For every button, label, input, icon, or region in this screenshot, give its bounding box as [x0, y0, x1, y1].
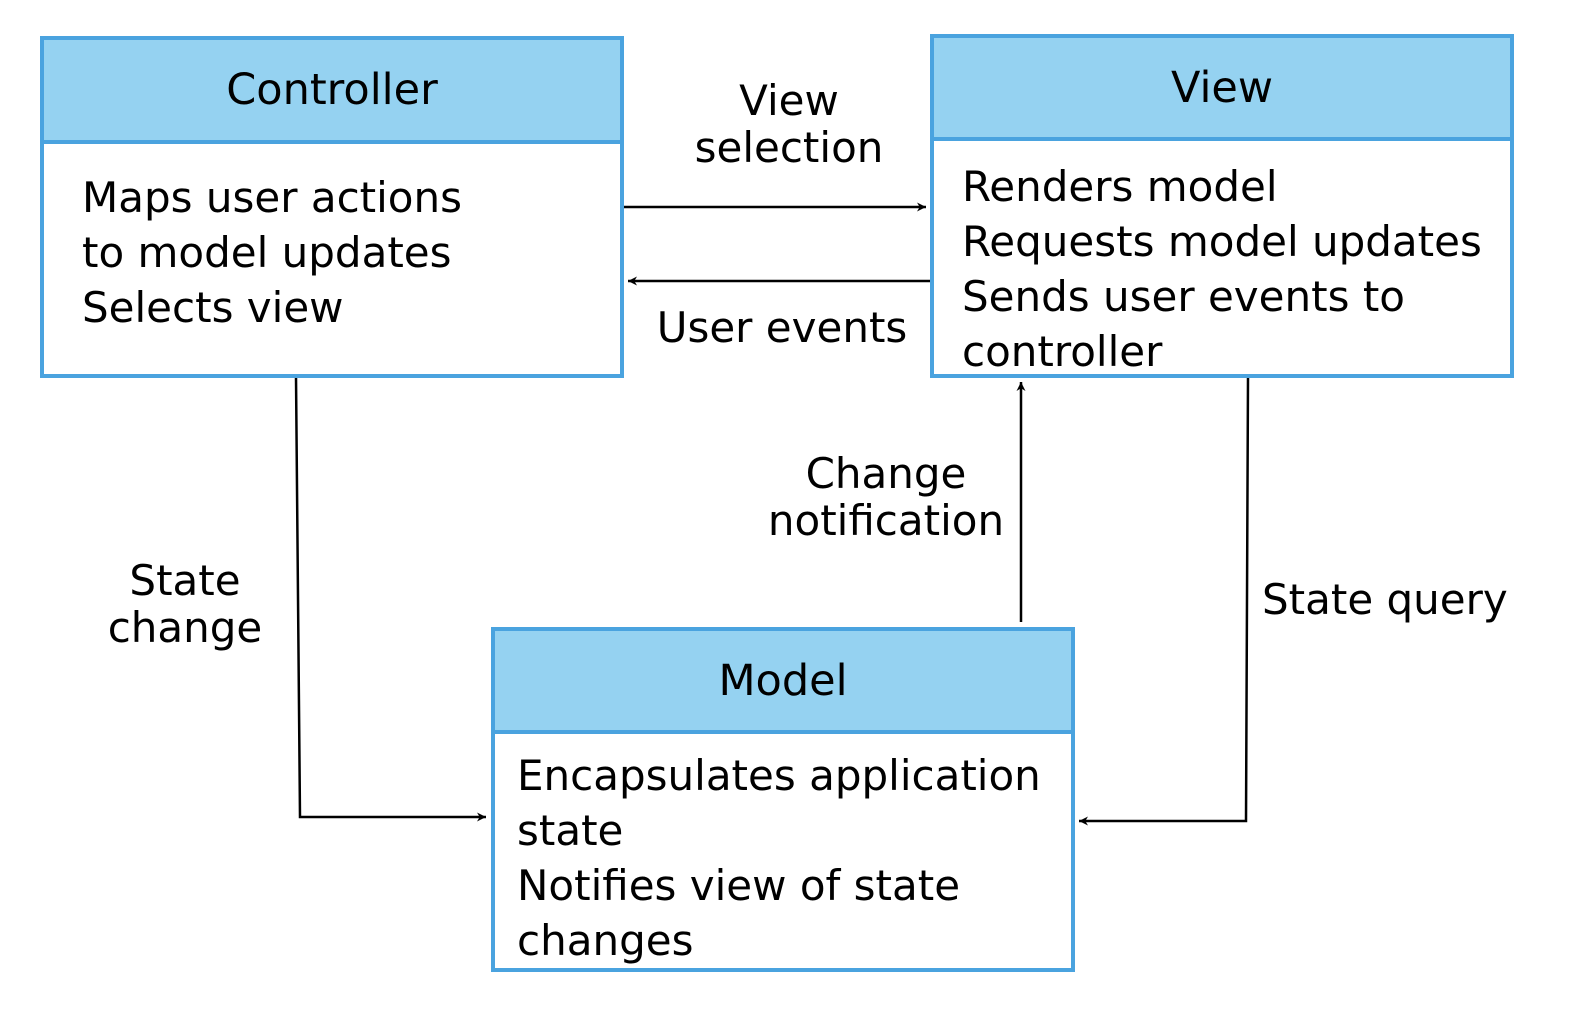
view-selection-label-line: selection [694, 123, 884, 172]
user-events-label: User events [652, 304, 912, 351]
model-box: Model Encapsulates application state Not… [491, 627, 1075, 972]
controller-line: Maps user actions [82, 173, 462, 222]
model-line: Notifies view of state [517, 861, 961, 910]
view-line: Renders model [962, 162, 1278, 211]
change-notification-label-line: Change [805, 449, 967, 498]
model-title: Model [495, 631, 1071, 734]
state-change-label-line: State [129, 556, 241, 605]
view-title: View [934, 38, 1510, 141]
model-line: Encapsulates application [517, 751, 1041, 800]
view-line: controller [962, 327, 1163, 376]
controller-responsibilities: Maps user actions to model updates Selec… [44, 144, 620, 335]
change-notification-label: Change notification [760, 450, 1012, 544]
view-line: Sends user events to [962, 272, 1405, 321]
view-selection-label: View selection [686, 77, 892, 171]
controller-box: Controller Maps user actions to model up… [40, 36, 624, 378]
arrow-state-query [1079, 376, 1250, 826]
view-box: View Renders model Requests model update… [930, 34, 1514, 378]
view-line: Requests model updates [962, 217, 1482, 266]
view-responsibilities: Renders model Requests model updates Sen… [934, 141, 1510, 379]
controller-line: to model updates [82, 228, 452, 277]
model-line: state [517, 806, 624, 855]
state-query-label: State query [1262, 576, 1522, 623]
view-selection-label-line: View [739, 76, 839, 125]
state-change-label: State change [100, 557, 270, 651]
model-line: changes [517, 916, 694, 965]
change-notification-label-line: notification [767, 496, 1005, 545]
state-change-label-line: change [107, 603, 263, 652]
model-responsibilities: Encapsulates application state Notifies … [495, 734, 1071, 968]
arrow-state-change [294, 376, 486, 822]
controller-title: Controller [44, 40, 620, 144]
state-query-label-line: State query [1262, 575, 1508, 624]
user-events-label-line: User events [656, 303, 908, 352]
controller-line: Selects view [82, 283, 344, 332]
